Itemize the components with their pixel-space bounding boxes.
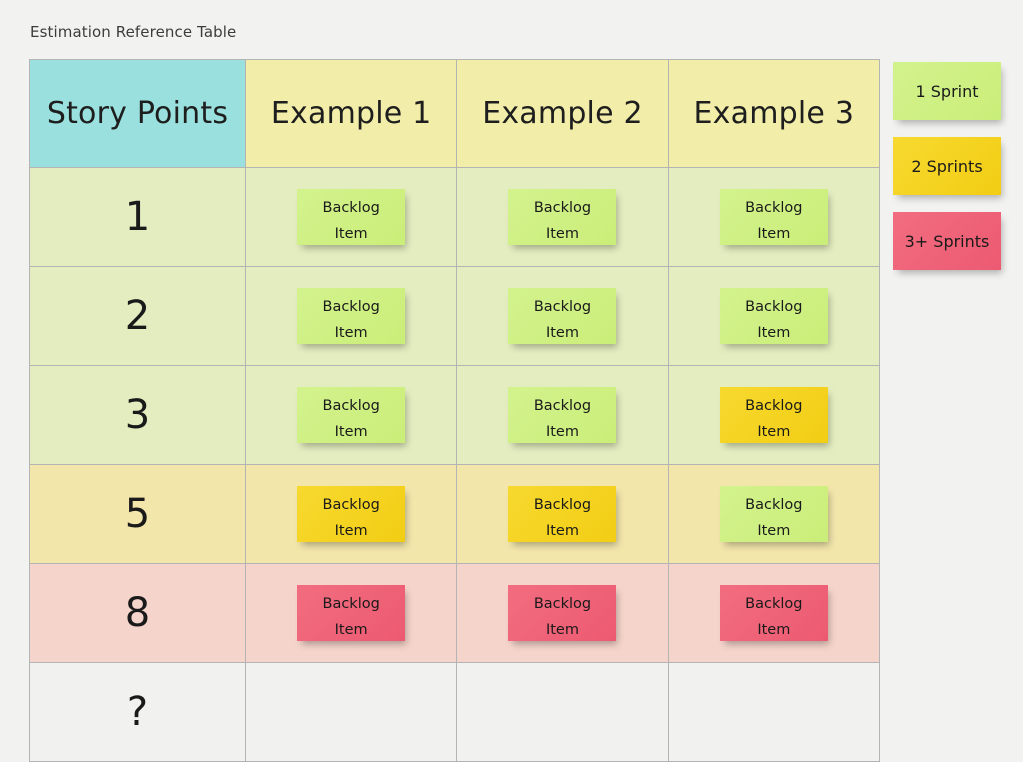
page-title: Estimation Reference Table	[30, 23, 237, 41]
column-header-story-points[interactable]: Story Points	[29, 59, 246, 168]
sticky-note-line-2: Item	[757, 423, 791, 440]
story-points-cell[interactable]: 5	[29, 464, 246, 564]
estimation-reference-table: Story Points Example 1 Example 2 Example…	[29, 59, 881, 762]
column-header-example-2[interactable]: Example 2	[456, 59, 669, 168]
legend-item-label: 2 Sprints	[911, 156, 983, 176]
sticky-note-line-2: Item	[545, 621, 579, 638]
legend-item[interactable]: 2 Sprints	[893, 137, 1001, 195]
sticky-note-line-1: Backlog	[533, 596, 592, 612]
sticky-note-line-1: Backlog	[322, 200, 380, 216]
sticky-note-line-1: Backlog	[745, 299, 803, 315]
sticky-note-line-1: Backlog	[745, 200, 803, 216]
column-header-example-3[interactable]: Example 3	[667, 59, 881, 168]
sticky-note-line-1: Backlog	[322, 497, 380, 513]
sticky-note-line-2: Item	[334, 324, 368, 341]
example-cell[interactable]	[244, 662, 458, 762]
sticky-note-line-1: Backlog	[533, 299, 592, 315]
sticky-note-line-1: Backlog	[745, 398, 803, 414]
story-points-cell[interactable]: 1	[29, 167, 246, 267]
story-points-cell[interactable]: 3	[29, 365, 246, 465]
story-points-cell[interactable]: ?	[29, 662, 246, 762]
legend-item[interactable]: 1 Sprint	[893, 62, 1001, 120]
sticky-note-line-1: Backlog	[322, 596, 380, 612]
sticky-note-line-1: Backlog	[533, 200, 592, 216]
column-header-example-1[interactable]: Example 1	[244, 59, 458, 168]
sticky-note-line-2: Item	[757, 324, 791, 341]
legend-item[interactable]: 3+ Sprints	[893, 212, 1001, 270]
sticky-note-line-2: Item	[334, 621, 368, 638]
sticky-note-line-2: Item	[334, 522, 368, 539]
legend-item-label: 3+ Sprints	[904, 231, 990, 251]
sticky-note-line-1: Backlog	[745, 497, 803, 513]
sticky-note-line-2: Item	[757, 225, 791, 242]
table: Story Points Example 1 Example 2 Example…	[29, 59, 881, 762]
sticky-note-line-2: Item	[545, 225, 579, 242]
sticky-note-line-2: Item	[545, 324, 579, 341]
sticky-note-line-2: Item	[757, 621, 791, 638]
sticky-note-line-1: Backlog	[533, 398, 592, 414]
legend-item-label: 1 Sprint	[915, 81, 979, 101]
sticky-note-line-2: Item	[545, 423, 579, 440]
sticky-note-line-2: Item	[757, 522, 791, 539]
sticky-note-line-2: Item	[334, 225, 368, 242]
sticky-note-line-2: Item	[545, 522, 579, 539]
table-head: Story Points Example 1 Example 2 Example…	[29, 59, 881, 168]
sticky-note-line-1: Backlog	[533, 497, 592, 513]
story-points-cell[interactable]: 2	[29, 266, 246, 366]
sticky-note-line-1: Backlog	[322, 299, 380, 315]
table-row: ?	[29, 662, 881, 762]
example-cell[interactable]	[456, 662, 669, 762]
sticky-note-line-2: Item	[334, 423, 368, 440]
sticky-note-line-1: Backlog	[322, 398, 380, 414]
table-header-row: Story Points Example 1 Example 2 Example…	[29, 59, 881, 168]
sticky-note-line-1: Backlog	[745, 596, 803, 612]
example-cell[interactable]	[667, 662, 881, 762]
story-points-cell[interactable]: 8	[29, 563, 246, 663]
legend: 1 Sprint 2 Sprints 3+ Sprints	[893, 62, 1005, 287]
